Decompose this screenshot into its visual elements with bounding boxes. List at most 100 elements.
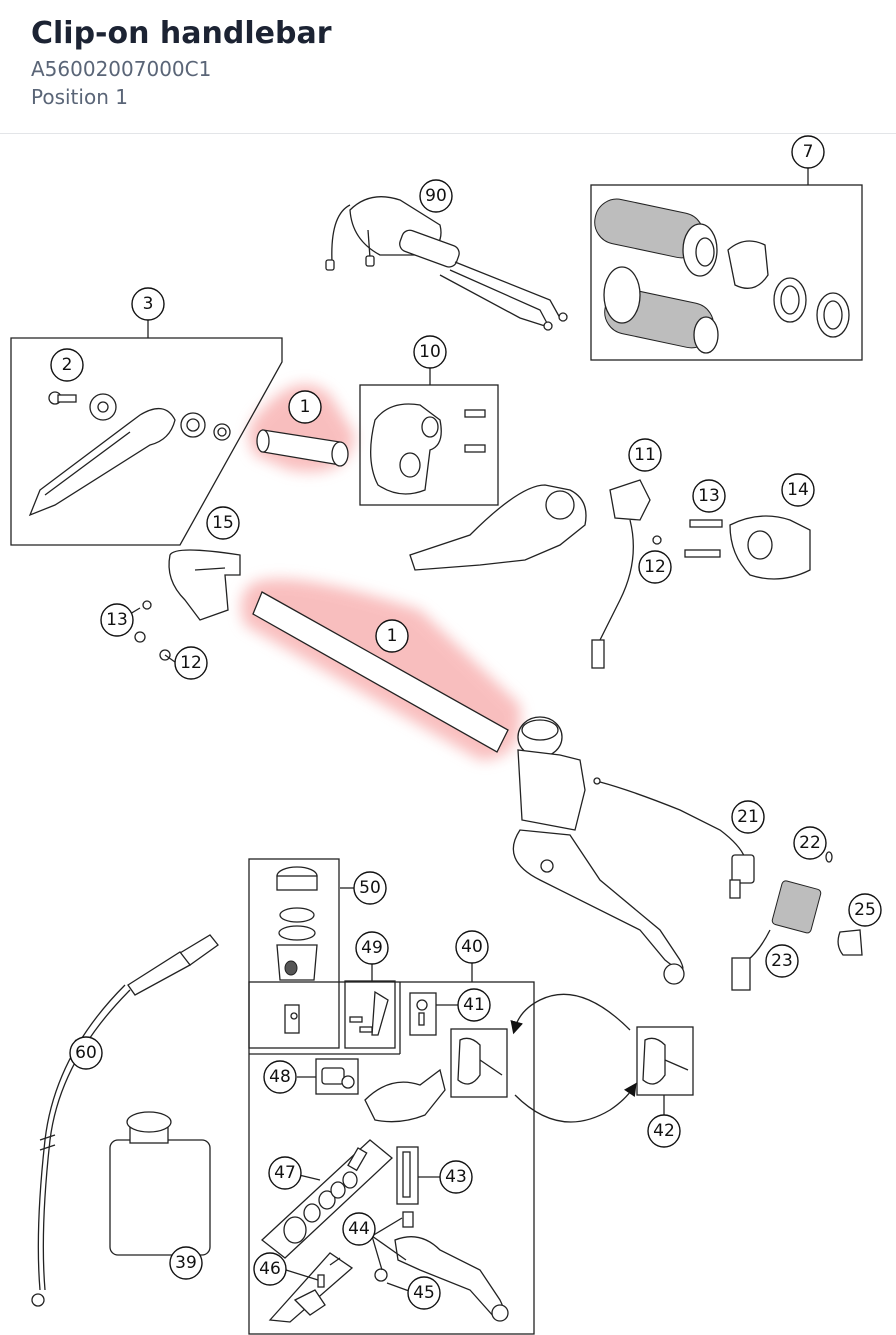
- frame-10: [359, 384, 499, 506]
- callout-23[interactable]: 23: [765, 944, 799, 978]
- callout-44[interactable]: 44: [342, 1212, 376, 1246]
- svg-text:43: 43: [445, 1167, 467, 1187]
- page-title: Clip-on handlebar: [31, 16, 332, 51]
- part-44-lever: [394, 1211, 509, 1322]
- callout-14[interactable]: 14: [781, 473, 815, 507]
- svg-text:1: 1: [300, 397, 311, 417]
- svg-text:48: 48: [269, 1067, 291, 1087]
- part-1-tube-small: [256, 429, 349, 467]
- arrow-bottom: [514, 1082, 637, 1123]
- part-21-cable: [593, 777, 755, 899]
- svg-text:44: 44: [348, 1219, 370, 1239]
- svg-text:41: 41: [463, 995, 485, 1015]
- frame-42: [636, 1026, 694, 1096]
- frame-7: [590, 184, 863, 361]
- callout-50[interactable]: 50: [353, 871, 387, 905]
- callout-42[interactable]: 42: [647, 1114, 681, 1148]
- callout-13-upper[interactable]: 13: [692, 479, 726, 513]
- frame-50: [248, 858, 340, 1049]
- part-14-clamp: [652, 515, 811, 580]
- frame-41: [409, 992, 437, 1036]
- callout-21[interactable]: 21: [731, 800, 765, 834]
- svg-text:39: 39: [175, 1253, 197, 1273]
- svg-text:10: 10: [419, 342, 441, 362]
- part-45-pivot: [374, 1268, 388, 1282]
- svg-text:21: 21: [737, 807, 759, 827]
- svg-text:7: 7: [803, 142, 814, 162]
- svg-text:90: 90: [425, 186, 447, 206]
- callout-41[interactable]: 41: [457, 988, 491, 1022]
- part-42-clamp: [642, 1037, 689, 1085]
- part-48-fitting: [321, 1067, 355, 1089]
- svg-text:12: 12: [644, 557, 666, 577]
- callout-25[interactable]: 25: [848, 893, 882, 927]
- position-label: Position 1: [31, 85, 128, 109]
- frame-49: [344, 980, 396, 1049]
- callout-2[interactable]: 2: [50, 348, 84, 382]
- callout-90[interactable]: 90: [419, 179, 453, 213]
- svg-text:49: 49: [361, 938, 383, 958]
- callout-22[interactable]: 22: [793, 826, 827, 860]
- callout-45[interactable]: 45: [407, 1276, 441, 1310]
- part-22-clip: [825, 851, 833, 863]
- svg-text:40: 40: [461, 937, 483, 957]
- callout-12-upper[interactable]: 12: [638, 550, 672, 584]
- svg-text:2: 2: [62, 355, 73, 375]
- part-1-handlebar-tube: [252, 591, 509, 753]
- svg-text:23: 23: [771, 951, 793, 971]
- callout-1-small[interactable]: 1: [288, 390, 322, 424]
- part-15-bracket: [134, 549, 241, 661]
- svg-text:3: 3: [143, 294, 154, 314]
- svg-text:13: 13: [698, 486, 720, 506]
- part-46-switch: [293, 1257, 341, 1316]
- callout-7[interactable]: 7: [791, 135, 825, 169]
- part-90-throttle-housing: [325, 196, 568, 331]
- frame-43: [396, 1146, 419, 1205]
- callout-15[interactable]: 15: [206, 506, 240, 540]
- svg-text:46: 46: [259, 1259, 281, 1279]
- callout-1-large[interactable]: 1: [375, 619, 409, 653]
- part-41-screw: [416, 999, 428, 1026]
- svg-text:45: 45: [413, 1283, 435, 1303]
- frame-40: [248, 981, 535, 1335]
- callout-13-lower[interactable]: 13: [100, 603, 134, 637]
- part-number: A56002007000C1: [31, 57, 212, 81]
- page-header: Clip-on handlebar A56002007000C1 Positio…: [0, 0, 896, 134]
- part-43-bolt: [402, 1151, 411, 1198]
- callout-43[interactable]: 43: [439, 1160, 473, 1194]
- part-10-clamp: [370, 403, 486, 495]
- callout-10[interactable]: 10: [413, 335, 447, 369]
- callout-60[interactable]: 60: [69, 1036, 103, 1070]
- frame-47: [260, 1139, 393, 1259]
- part-40-clamp: [457, 1037, 503, 1085]
- callout-40[interactable]: 40: [455, 930, 489, 964]
- svg-text:42: 42: [653, 1121, 675, 1141]
- callout-48[interactable]: 48: [263, 1060, 297, 1094]
- callout-3[interactable]: 3: [131, 287, 165, 321]
- part-3-clutch-lever-assembly: [28, 391, 231, 517]
- frame-46: [268, 1252, 354, 1323]
- arrow-top: [510, 993, 631, 1035]
- svg-text:25: 25: [854, 900, 876, 920]
- callout-11[interactable]: 11: [628, 438, 662, 472]
- frame-3: [10, 337, 283, 546]
- part-49-screws: [349, 990, 389, 1036]
- part-23-switch: [731, 880, 822, 991]
- part-39-brake-fluid: [109, 1111, 211, 1256]
- callout-49[interactable]: 49: [355, 931, 389, 965]
- svg-text:15: 15: [212, 513, 234, 533]
- svg-text:22: 22: [799, 833, 821, 853]
- svg-text:47: 47: [274, 1163, 296, 1183]
- part-11-switch: [409, 479, 651, 669]
- callout-12-lower[interactable]: 12: [174, 646, 208, 680]
- callout-47[interactable]: 47: [268, 1156, 302, 1190]
- svg-text:60: 60: [75, 1043, 97, 1063]
- svg-text:1: 1: [387, 626, 398, 646]
- svg-text:12: 12: [180, 653, 202, 673]
- part-60-brake-hose: [31, 934, 219, 1307]
- svg-text:50: 50: [359, 878, 381, 898]
- svg-text:14: 14: [787, 480, 809, 500]
- callout-46[interactable]: 46: [253, 1252, 287, 1286]
- callout-39[interactable]: 39: [169, 1246, 203, 1280]
